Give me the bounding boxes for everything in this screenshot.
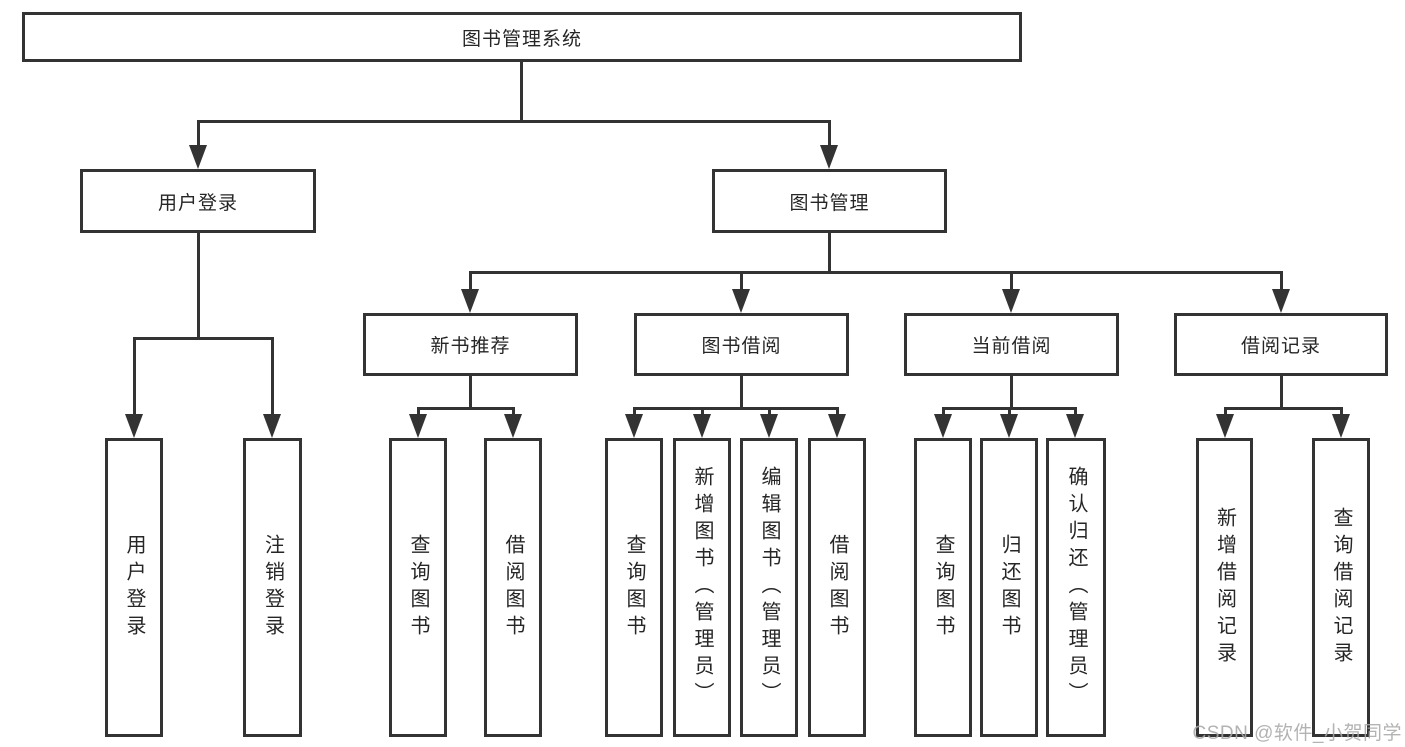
leaf-return-book: 归还图书	[980, 438, 1038, 737]
connector-line	[1008, 409, 1011, 418]
connector-line	[512, 409, 515, 418]
connector-line	[633, 407, 839, 410]
connector-line	[520, 62, 523, 123]
leaf-query-book-current: 查询图书	[914, 438, 972, 737]
connector-line	[197, 120, 831, 123]
leaf-query-book-borrow: 查询图书	[605, 438, 663, 737]
arrowhead-icon	[625, 414, 643, 438]
leaf-logout-login: 注销登录	[243, 438, 302, 737]
arrowhead-icon	[1332, 414, 1350, 438]
node-current-borrow: 当前借阅	[904, 313, 1119, 376]
leaf-confirm-return-admin: 确认归还（管理员）	[1046, 438, 1106, 737]
leaf-add-book-admin: 新增图书（管理员）	[673, 438, 731, 737]
connector-line	[740, 375, 743, 409]
node-new-book-recommend: 新书推荐	[363, 313, 578, 376]
arrowhead-icon	[828, 414, 846, 438]
node-library-management-system: 图书管理系统	[22, 12, 1022, 62]
connector-line	[1280, 273, 1283, 293]
leaf-borrow-book-recommend: 借阅图书	[484, 438, 542, 737]
node-user-login: 用户登录	[80, 169, 316, 233]
leaf-add-borrow-record: 新增借阅记录	[1196, 438, 1253, 737]
node-book-borrow: 图书借阅	[634, 313, 849, 376]
node-borrow-record: 借阅记录	[1174, 313, 1388, 376]
connector-line	[942, 409, 945, 418]
leaf-edit-book-admin: 编辑图书（管理员）	[740, 438, 798, 737]
arrowhead-icon	[1002, 289, 1020, 313]
connector-line	[197, 233, 200, 340]
connector-line	[701, 409, 704, 418]
arrowhead-icon	[760, 414, 778, 438]
connector-line	[633, 409, 636, 418]
arrowhead-icon	[504, 414, 522, 438]
connector-line	[417, 409, 420, 418]
connector-line	[1010, 375, 1013, 409]
arrowhead-icon	[125, 414, 143, 438]
connector-line	[417, 407, 515, 410]
arrowhead-icon	[732, 289, 750, 313]
connector-line	[469, 273, 472, 293]
leaf-query-borrow-record: 查询借阅记录	[1312, 438, 1370, 737]
connector-line	[740, 273, 743, 293]
leaf-borrow-book: 借阅图书	[808, 438, 866, 737]
connector-line	[768, 409, 771, 418]
arrowhead-icon	[1272, 289, 1290, 313]
arrowhead-icon	[189, 145, 207, 169]
connector-line	[469, 271, 1283, 274]
connector-line	[197, 121, 200, 149]
watermark: CSDN @软件_小贺同学	[1192, 723, 1402, 744]
connector-line	[133, 339, 136, 418]
arrowhead-icon	[263, 414, 281, 438]
arrowhead-icon	[820, 145, 838, 169]
leaf-user-login: 用户登录	[105, 438, 163, 737]
arrowhead-icon	[1000, 414, 1018, 438]
connector-line	[828, 121, 831, 149]
arrowhead-icon	[934, 414, 952, 438]
connector-line	[1224, 407, 1343, 410]
connector-line	[828, 233, 831, 273]
connector-line	[1224, 409, 1227, 418]
leaf-query-book-recommend: 查询图书	[389, 438, 447, 737]
connector-line	[271, 339, 274, 418]
arrowhead-icon	[409, 414, 427, 438]
connector-line	[469, 375, 472, 409]
arrowhead-icon	[1066, 414, 1084, 438]
connector-line	[942, 407, 1077, 410]
connector-line	[133, 337, 274, 340]
connector-line	[1280, 375, 1283, 409]
connector-line	[1010, 273, 1013, 293]
arrowhead-icon	[693, 414, 711, 438]
connector-line	[1340, 409, 1343, 418]
arrowhead-icon	[461, 289, 479, 313]
connector-line	[1074, 409, 1077, 418]
node-book-management: 图书管理	[712, 169, 947, 233]
arrowhead-icon	[1216, 414, 1234, 438]
connector-line	[836, 409, 839, 418]
